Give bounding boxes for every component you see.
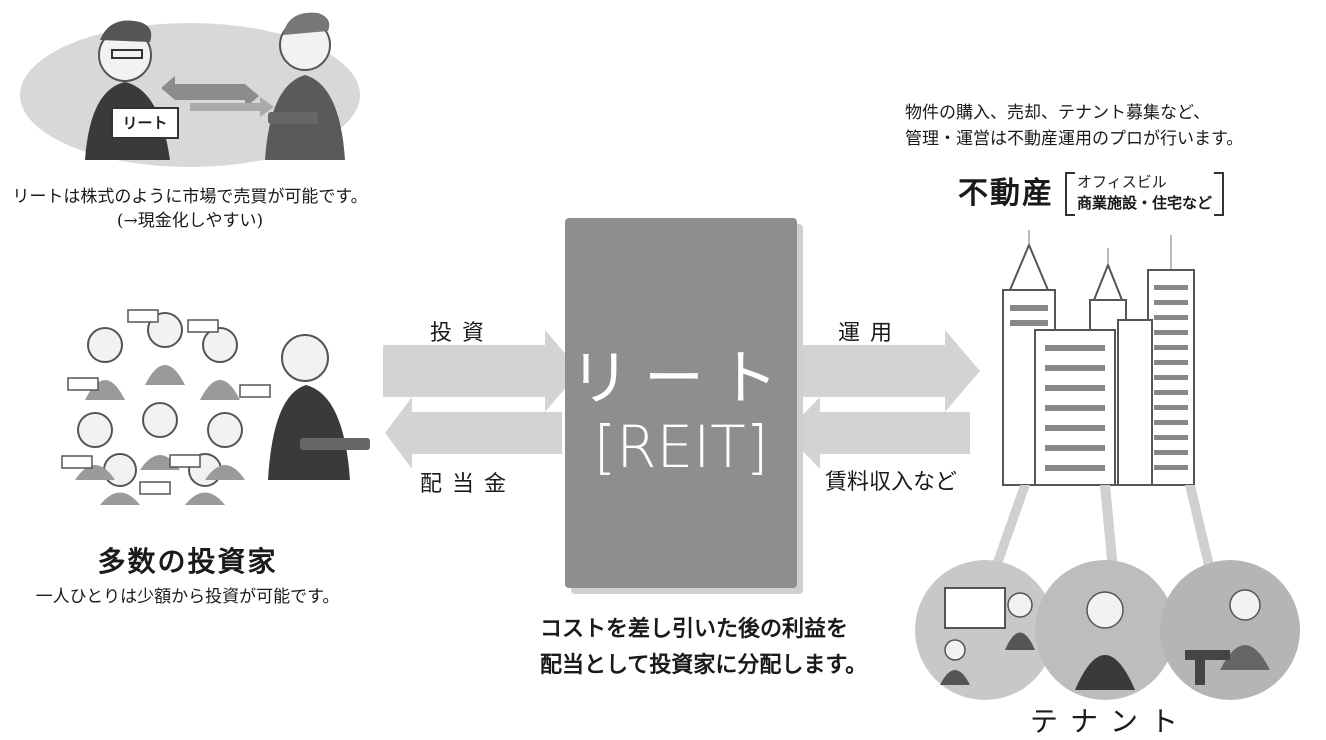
operation-label: 運用	[838, 321, 903, 346]
real-estate-types: オフィスビル 商業施設・住宅など	[1065, 172, 1225, 216]
reit-box: リート [REIT]	[565, 218, 797, 588]
real-estate-note: 物件の購入、売却、テナント募集など、 管理・運営は不動産運用のプロが行います。	[905, 100, 1243, 152]
investors-subtitle: 一人ひとりは少額から投資が可能です。	[35, 587, 340, 607]
reit-name: リート	[570, 344, 792, 414]
real-estate-note-line2: 管理・運営は不動産運用のプロが行います。	[905, 129, 1244, 149]
buildings-illustration	[1002, 230, 1195, 486]
real-estate-note-line1: 物件の購入、売却、テナント募集など、	[905, 103, 1211, 123]
dividend-arrow	[385, 397, 562, 469]
tenant-pointers	[990, 485, 1215, 570]
trade-ticket-label: リート	[122, 114, 168, 132]
reit-caption-line2: 配当として投資家に分配します。	[540, 653, 868, 678]
reit-name-en: [REIT]	[593, 413, 769, 481]
operation-arrow	[796, 330, 980, 412]
real-estate-types-line2: 商業施設・住宅など	[1077, 194, 1213, 212]
tenants-title: テナント	[1029, 705, 1190, 738]
trade-caption-line1: リートは株式のように市場で売買が可能です。	[12, 187, 368, 207]
investors-illustration	[61, 309, 370, 505]
real-estate-types-line1: オフィスビル	[1077, 173, 1167, 191]
rent-label: 賃料収入など	[825, 470, 958, 495]
reit-caption-line1: コストを差し引いた後の利益を	[540, 617, 849, 642]
investors-title: 多数の投資家	[97, 545, 278, 578]
trade-illustration	[20, 12, 360, 167]
trade-caption: リートは株式のように市場で売買が可能です。 (→現金化しやすい)	[0, 185, 380, 233]
rent-arrow	[785, 397, 970, 469]
invest-arrow	[383, 330, 580, 412]
trade-caption-line2: (→現金化しやすい)	[116, 211, 264, 231]
real-estate-title: 不動産	[958, 176, 1054, 211]
reit-caption: コストを差し引いた後の利益を 配当として投資家に分配します。	[540, 612, 868, 684]
tenant-illustrations	[915, 560, 1300, 700]
invest-label: 投資	[430, 321, 495, 346]
dividend-label: 配当金	[420, 472, 517, 497]
